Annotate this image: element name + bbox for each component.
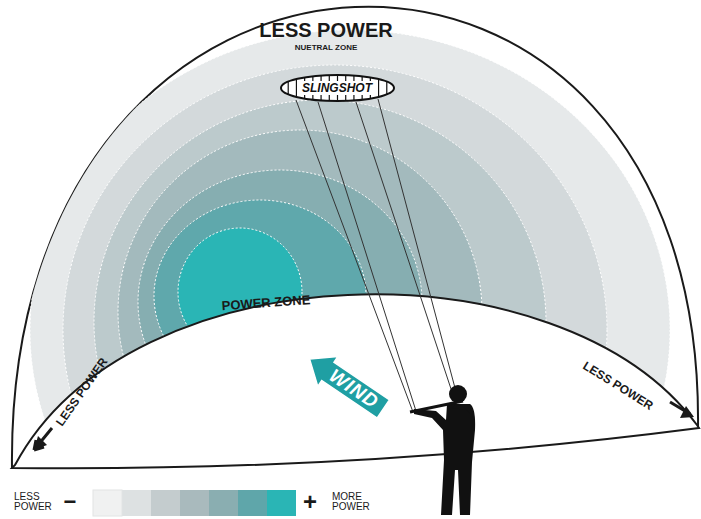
brand-name: SLINGSHOT (280, 74, 395, 102)
legend-swatch (93, 490, 122, 516)
zone-heading: LESS POWER (259, 20, 392, 41)
direction-arrow (34, 428, 52, 450)
ground-surface (12, 294, 699, 468)
control-bar (410, 401, 463, 412)
scale-sign: − (64, 490, 77, 513)
legend-text: LESS POWER (14, 492, 58, 512)
legend-swatch (267, 490, 296, 516)
scale-sign: + (303, 489, 317, 514)
direction-arrowhead (680, 406, 694, 418)
zone-subheading: NUETRAL ZONE (295, 44, 358, 52)
direction-arrowhead (34, 436, 47, 450)
kite-canopy: SLINGSHOT (280, 74, 395, 102)
legend-text: MORE POWER (332, 492, 376, 512)
legend-scale (122, 490, 267, 516)
